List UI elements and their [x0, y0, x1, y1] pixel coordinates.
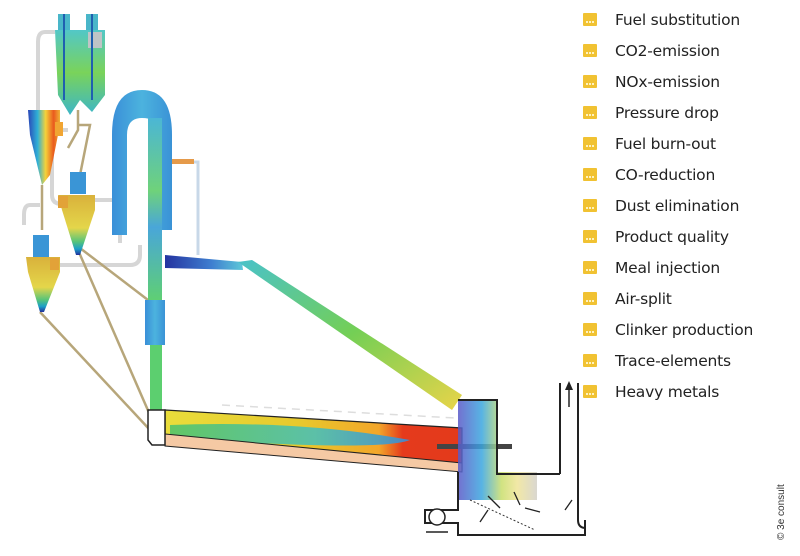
legend-item: Air-split [583, 283, 793, 314]
3e-consult-logo-icon [583, 44, 597, 57]
legend-item: CO-reduction [583, 159, 793, 190]
tertiary-air-duct [165, 255, 462, 410]
legend-item: Fuel burn-out [583, 128, 793, 159]
3e-consult-logo-icon [583, 261, 597, 274]
preheater-stage-1 [55, 14, 105, 115]
preheater-stage-4 [26, 235, 60, 312]
3e-consult-logo-icon [583, 106, 597, 119]
legend-item: CO2-emission [583, 35, 793, 66]
legend-label: Product quality [615, 227, 729, 246]
legend-item: Product quality [583, 221, 793, 252]
legend-item: Pressure drop [583, 97, 793, 128]
3e-consult-logo-icon [583, 168, 597, 181]
3e-consult-logo-icon [583, 323, 597, 336]
legend-label: CO2-emission [615, 41, 720, 60]
3e-consult-logo-icon [583, 354, 597, 367]
legend-label: Air-split [615, 289, 672, 308]
legend-label: Fuel burn-out [615, 134, 716, 153]
3e-consult-logo-icon [583, 137, 597, 150]
rotary-kiln [147, 404, 463, 473]
legend-item: Dust elimination [583, 190, 793, 221]
legend-label: Heavy metals [615, 382, 720, 401]
legend-label: Trace-elements [615, 351, 731, 370]
preheater-stage-2 [28, 110, 63, 185]
3e-consult-logo-icon [583, 385, 597, 398]
meal-chutes [39, 110, 152, 431]
legend-item: Heavy metals [583, 376, 793, 407]
kiln-hood-cooler [424, 381, 587, 536]
legend-label: Dust elimination [615, 196, 740, 215]
legend-label: CO-reduction [615, 165, 716, 184]
legend-item: Fuel substitution [583, 4, 793, 35]
copyright-notice: © 3e consult [776, 484, 787, 540]
legend-item: Meal injection [583, 252, 793, 283]
legend-label: Clinker production [615, 320, 754, 339]
3e-consult-logo-icon [583, 292, 597, 305]
legend-label: Fuel substitution [615, 10, 741, 29]
legend-label: Meal injection [615, 258, 721, 277]
legend-item: Clinker production [583, 314, 793, 345]
benefits-legend: Fuel substitution CO2-emission NOx-emiss… [583, 4, 793, 407]
preheater-stage-3 [58, 172, 95, 255]
legend-label: Pressure drop [615, 103, 719, 122]
3e-consult-logo-icon [583, 199, 597, 212]
calciner [112, 90, 200, 410]
3e-consult-logo-icon [583, 75, 597, 88]
3e-consult-logo-icon [583, 13, 597, 26]
3e-consult-logo-icon [583, 230, 597, 243]
legend-item: NOx-emission [583, 66, 793, 97]
legend-label: NOx-emission [615, 72, 720, 91]
legend-item: Trace-elements [583, 345, 793, 376]
